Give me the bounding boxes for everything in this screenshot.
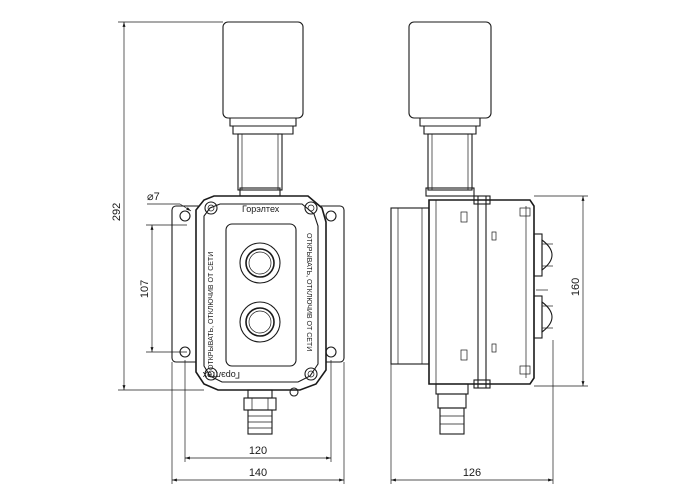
side-top-cap [408, 21, 492, 197]
enclosure-body: Горэлтех Горэлтех ОТКРЫВАТЬ, ОТКЛЮЧИВ ОТ… [195, 195, 327, 391]
warning-label-right: ОТКРЫВАТЬ, ОТКЛЮЧИВ ОТ СЕТИ [305, 233, 312, 351]
dim-label-126: 126 [463, 467, 481, 479]
corner-bolt [204, 201, 218, 215]
dim-label-120: 120 [249, 445, 267, 457]
top-cap [222, 21, 304, 197]
dim-total-height: 292 [111, 21, 223, 391]
dim-label-292: 292 [111, 203, 123, 221]
dim-mount-width: 120 [184, 360, 332, 462]
corner-bolt [204, 367, 218, 381]
side-button-top [533, 233, 553, 277]
dim-side-depth: 126 [390, 340, 554, 484]
push-button-top [239, 242, 281, 284]
dim-body-width: 140 [171, 362, 345, 484]
dim-label-diameter: ⌀7 [147, 191, 160, 203]
dim-side-height: 160 [534, 195, 588, 387]
brand-label-bottom: Горэлтех [202, 370, 240, 380]
cable-gland [243, 387, 299, 435]
front-view: Горэлтех Горэлтех ОТКРЫВАТЬ, ОТКЛЮЧИВ ОТ… [111, 21, 345, 484]
mount-hole [325, 346, 337, 358]
corner-bolt [304, 367, 318, 381]
dim-mount-height: 107 [139, 224, 187, 353]
mount-hole [325, 210, 337, 222]
push-button-bottom [239, 301, 281, 343]
earth-bolt [289, 387, 299, 397]
dim-label-160: 160 [570, 278, 582, 296]
corner-bolt [304, 201, 318, 215]
dim-hole-diameter: ⌀7 [147, 191, 192, 212]
dim-label-107: 107 [139, 280, 151, 298]
side-cable-gland [435, 383, 469, 435]
warning-label-left: ОТКРЫВАТЬ, ОТКЛЮЧИВ ОТ СЕТИ [208, 252, 215, 370]
side-view: 160 126 [390, 21, 588, 484]
side-enclosure [428, 195, 548, 389]
front-panel [225, 223, 297, 367]
dim-label-140: 140 [249, 467, 267, 479]
brand-label-top: Горэлтех [242, 204, 280, 214]
mount-hole [179, 210, 191, 222]
side-back-plate [390, 207, 430, 365]
side-button-bottom [533, 295, 553, 339]
